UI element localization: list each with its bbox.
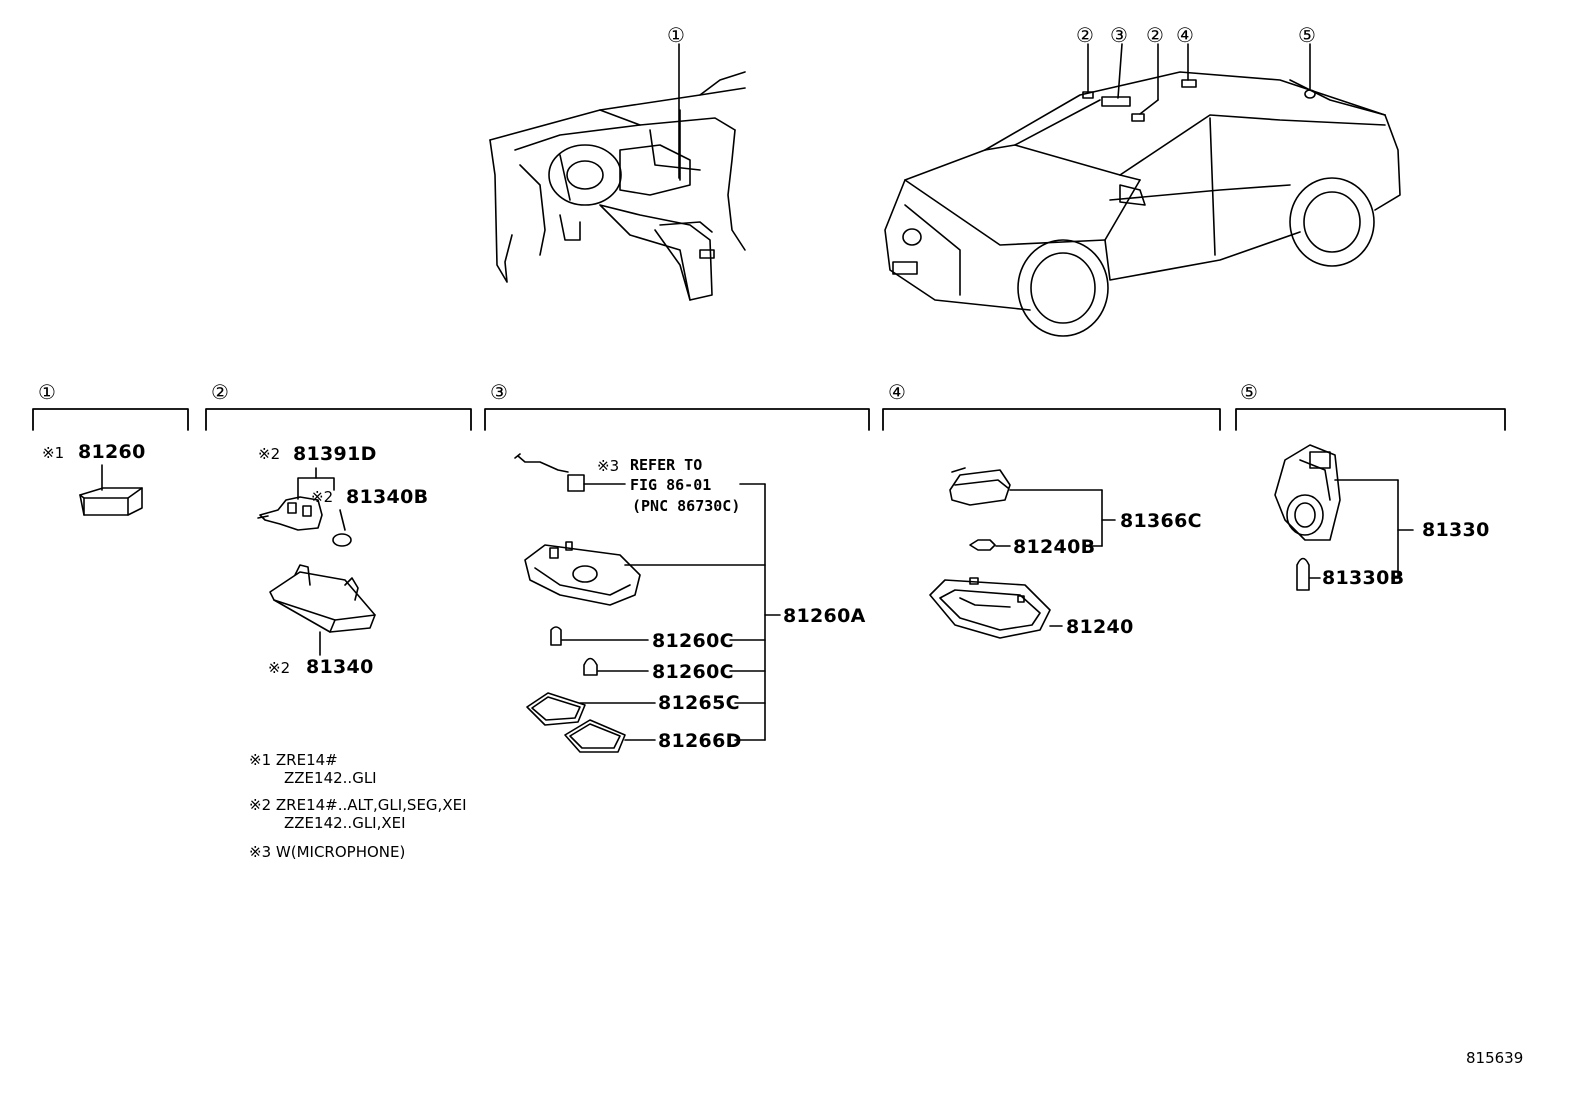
note-mark-2-a: ※2 — [258, 445, 281, 463]
leader-line — [339, 509, 346, 531]
legend-text-2a: ZRE14#..ALT,GLI,SEG,XEI — [275, 796, 467, 814]
part-81330-drawing — [1274, 444, 1341, 541]
section-brackets — [32, 408, 1506, 431]
part-81340-drawing — [269, 564, 376, 633]
part-81260-drawing — [79, 487, 143, 516]
part-number-81240B: 81240B — [1013, 536, 1096, 558]
lens-81265C-drawing — [526, 692, 586, 726]
part-number-81340B: 81340B — [346, 486, 429, 508]
part-number-81330B: 81330B — [1322, 567, 1405, 589]
part-81240-drawing — [929, 577, 1051, 639]
part-81340B-drawing — [332, 533, 352, 547]
legend-text-1a: ZRE14# — [275, 751, 338, 769]
legend-text-3a: W(MICROPHONE) — [275, 843, 406, 861]
part-81260A-drawing — [524, 541, 641, 606]
microphone-wire-drawing — [514, 453, 585, 492]
lens-81266D-drawing — [564, 719, 626, 753]
note-mark-2-c: ※2 — [268, 659, 291, 677]
leader-line — [1139, 99, 1159, 115]
dashboard-illustration — [489, 71, 746, 301]
legend-text-1b: ZZE142..GLI — [284, 769, 377, 787]
part-number-81260C-1: 81260C — [652, 630, 734, 652]
legend-entry-2: ※2 ZRE14#..ALT,GLI,SEG,XEI ZZE142..GLI,X… — [249, 796, 467, 832]
section-3-label: ③ — [490, 380, 508, 404]
section-4-label: ④ — [888, 380, 906, 404]
note-mark-3: ※3 — [597, 457, 620, 475]
figure-number: 815639 — [1466, 1049, 1524, 1067]
callout-car-3: ③ — [1110, 23, 1128, 47]
note-mark-1: ※1 — [42, 444, 65, 462]
car-illustration — [884, 71, 1401, 337]
refer-note-line-3: (PNC 86730C) — [632, 497, 741, 515]
part-number-81330: 81330 — [1422, 519, 1490, 541]
part-number-81266D: 81266D — [658, 730, 742, 752]
part-81391D-drawing — [257, 496, 323, 531]
leader-line — [1117, 43, 1123, 99]
part-81366C-drawing — [949, 467, 1011, 506]
callout-car-4: ④ — [1176, 23, 1194, 47]
bulb-81260C-1-drawing — [550, 626, 562, 646]
section-1-label: ① — [38, 380, 56, 404]
bulb-81330B-drawing — [1296, 557, 1310, 591]
part-number-81265C: 81265C — [658, 692, 740, 714]
part-number-81260C-2: 81260C — [652, 661, 734, 683]
legend-entry-3: ※3 W(MICROPHONE) — [249, 843, 405, 861]
bulb-81260C-2-drawing — [583, 657, 598, 676]
bulb-81240B-drawing — [969, 539, 996, 551]
legend-entry-1: ※1 ZRE14# ZZE142..GLI — [249, 751, 377, 787]
refer-note-line-2: FIG 86-01 — [630, 476, 712, 494]
part-number-81240: 81240 — [1066, 616, 1134, 638]
legend-mark-1: ※1 — [249, 751, 272, 769]
part-number-81260: 81260 — [78, 441, 146, 463]
legend-mark-3: ※3 — [249, 843, 272, 861]
part-number-81260A: 81260A — [783, 605, 866, 627]
legend-mark-2: ※2 — [249, 796, 272, 814]
note-mark-2-b: ※2 — [311, 488, 334, 506]
callout-car-2b: ② — [1146, 23, 1164, 47]
legend-text-2b: ZZE142..GLI,XEI — [284, 814, 406, 832]
callout-car-5: ⑤ — [1298, 23, 1316, 47]
section-2-label: ② — [211, 380, 229, 404]
part-number-81391D: 81391D — [293, 443, 377, 465]
callout-car-2a: ② — [1076, 23, 1094, 47]
part-number-81340: 81340 — [306, 656, 374, 678]
refer-note-line-1: REFER TO — [630, 456, 703, 474]
callout-dashboard-1: ① — [667, 23, 685, 47]
part-number-81366C: 81366C — [1120, 510, 1202, 532]
section-5-label: ⑤ — [1240, 380, 1258, 404]
